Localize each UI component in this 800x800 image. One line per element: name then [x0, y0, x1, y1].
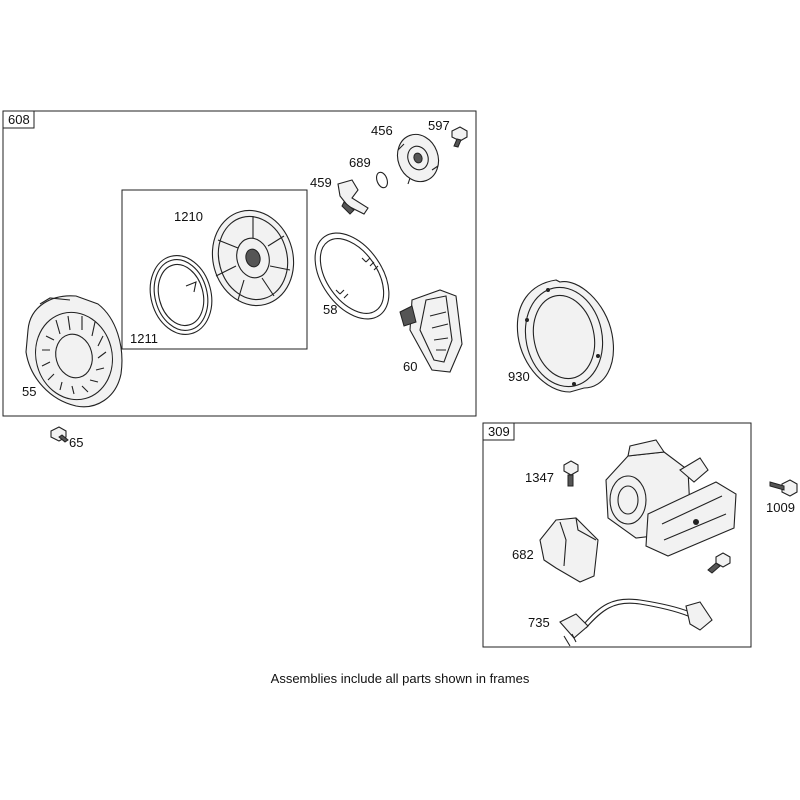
label-682: 682	[512, 547, 534, 562]
label-1211: 1211	[130, 331, 158, 346]
frame-309-label: 309	[488, 424, 510, 439]
part-1009-bolt	[769, 479, 798, 497]
part-456-retainer	[396, 133, 440, 185]
part-930-guard	[516, 279, 614, 393]
part-459-pawl	[337, 179, 369, 215]
part-58-spring	[314, 232, 390, 320]
label-735: 735	[528, 615, 550, 630]
part-55-blower-housing	[25, 295, 123, 408]
label-65: 65	[69, 435, 83, 450]
inner-frame	[121, 189, 308, 350]
starter-screw	[707, 552, 731, 574]
part-1211-rewind-spring	[149, 255, 213, 335]
part-597-screw	[451, 126, 468, 148]
label-689: 689	[349, 155, 371, 170]
frame-608-label: 608	[8, 112, 30, 127]
starter-motor	[605, 439, 737, 557]
label-459: 459	[310, 175, 332, 190]
label-58: 58	[323, 302, 337, 317]
label-1009: 1009	[766, 500, 795, 515]
part-735-cord	[559, 598, 713, 647]
part-65-screw	[50, 426, 69, 443]
label-55: 55	[22, 384, 36, 399]
label-456: 456	[371, 123, 393, 138]
label-1347: 1347	[525, 470, 554, 485]
part-60-handle	[399, 289, 463, 373]
part-1210-pulley	[211, 209, 295, 307]
caption: Assemblies include all parts shown in fr…	[270, 671, 530, 686]
frame-608: 608	[2, 110, 477, 417]
label-930: 930	[508, 369, 530, 384]
part-682-bracket	[539, 517, 599, 583]
part-1347-screw	[563, 460, 579, 487]
frame-309: 309	[482, 422, 752, 648]
part-689-ring	[376, 171, 388, 189]
label-60: 60	[403, 359, 417, 374]
label-597: 597	[428, 118, 450, 133]
label-1210: 1210	[174, 209, 203, 224]
